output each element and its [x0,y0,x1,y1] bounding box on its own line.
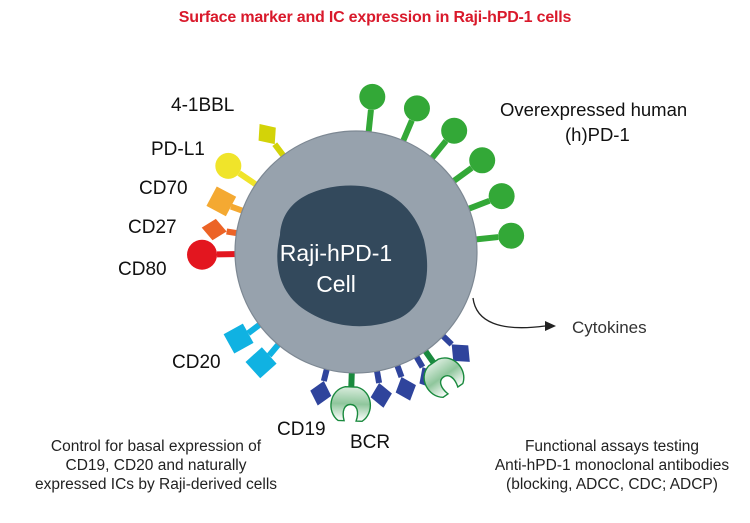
cytokines-arrow-icon [473,298,545,328]
cd19-receptor-head [452,344,470,362]
cd20-receptor-head [221,321,256,356]
bcr-receptor [330,367,371,422]
note-right-line2: Anti-hPD-1 monoclonal antibodies [472,456,750,475]
cd27-receptor-head [202,219,227,240]
pd1-receptor-head [498,223,524,249]
note-left-line1: Control for basal expression of [0,437,312,456]
pd-l1-receptor-head [215,153,241,179]
pd1-receptor [401,95,430,146]
pd1-receptor-head [489,183,515,209]
cd19-receptor [395,360,416,401]
cd19-receptor-head [396,377,416,401]
arrow-head-icon [545,321,556,331]
note-left-line3: expressed ICs by Raji-derived cells [0,475,312,494]
cd20-receptor [221,321,264,356]
cd70-receptor-head [205,185,237,217]
pd1-receptor-head [441,118,467,144]
cell-label-line1: Raji-hPD-1 [256,238,416,269]
pd1-receptor [470,223,524,249]
label-pd-l1: PD-L1 [151,139,205,161]
pd1-receptor-head [469,147,495,173]
pd1-receptor-head [359,84,385,110]
note-right-line3: (blocking, ADCC, CDC; ADCP) [472,475,750,494]
pd-l1-receptor [215,153,260,188]
note-left: Control for basal expression of CD19, CD… [0,437,312,494]
cell-label-line2: Cell [256,269,416,300]
pd1-receptor [463,183,514,211]
label-pd1-line2: (h)PD-1 [565,124,630,146]
label-4-1bbl: 4-1BBL [171,95,234,117]
cd19-receptor-head [371,383,392,408]
note-left-line2: CD19, CD20 and naturally [0,456,312,475]
label-cd70: CD70 [139,178,188,200]
label-cd27: CD27 [128,217,177,239]
label-cd80: CD80 [118,259,167,281]
bcr-receptor-head [330,386,371,421]
cell-label: Raji-hPD-1 Cell [256,238,416,300]
label-cd20: CD20 [172,352,221,374]
label-pd1-line1: Overexpressed human [500,99,687,121]
pd1-receptor [359,84,385,138]
label-cytokines: Cytokines [572,318,647,338]
note-right: Functional assays testing Anti-hPD-1 mon… [472,437,750,494]
note-right-line1: Functional assays testing [472,437,750,456]
diagram-title: Surface marker and IC expression in Raji… [0,9,750,27]
pd1-receptor [428,118,467,163]
cd80-receptor [187,240,241,270]
cd80-receptor-head [187,240,217,270]
cd19-receptor-head [310,381,331,405]
4-1bbl-receptor [259,124,287,160]
pd1-receptor [449,147,495,184]
pd1-receptor-head [404,95,430,121]
4-1bbl-receptor-head [259,124,276,144]
label-bcr: BCR [350,432,390,454]
cd20-receptor [244,340,283,380]
